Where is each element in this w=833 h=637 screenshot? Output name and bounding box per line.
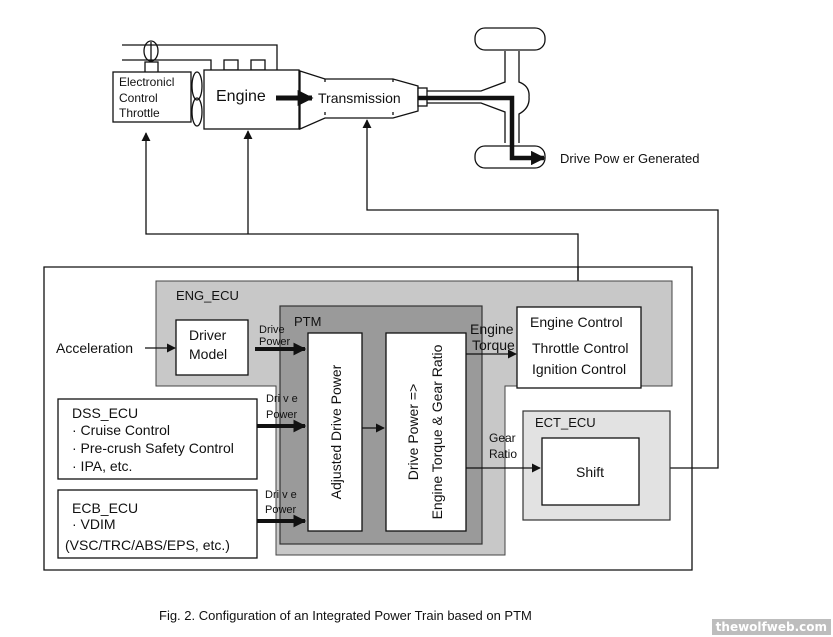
shift-to-transmission-line xyxy=(362,119,719,469)
fan-icon xyxy=(191,71,203,127)
dss-ecu-box xyxy=(57,398,258,480)
drive-power-label-3b: Power xyxy=(265,504,297,516)
torque-gear-conversion-box xyxy=(385,332,467,532)
figure-caption: Fig. 2. Configuration of an Integrated P… xyxy=(159,608,532,623)
acceleration-label: Acceleration xyxy=(56,340,133,356)
dss-ecu-item: · Cruise Control xyxy=(72,422,170,438)
drive-power-label-3a: Dri v e xyxy=(265,489,297,501)
dss-ecu-title: DSS_ECU xyxy=(72,405,138,421)
drivetrain-icon xyxy=(417,27,546,169)
driver-model-label-2: Model xyxy=(189,346,227,362)
ecb-ecu-item: (VSC/TRC/ABS/EPS, etc.) xyxy=(65,537,230,553)
ecb-ecu-box xyxy=(57,489,258,559)
dss-ecu-item: · IPA, etc. xyxy=(72,458,132,474)
electronic-control-throttle-box xyxy=(112,71,192,123)
driver-model-box xyxy=(175,319,249,376)
engine-control-item: Ignition Control xyxy=(532,361,626,377)
driver-model-label-1: Driver xyxy=(189,327,227,343)
gear-ratio-label-1: Gear xyxy=(489,431,516,445)
engine-control-title: Engine Control xyxy=(530,314,623,330)
ecb-ecu-item: · VDIM xyxy=(72,516,116,532)
throttle-label-2: Control xyxy=(119,91,158,105)
conversion-label-line2: Engine Torque & Gear Ratio xyxy=(429,344,445,519)
gear-ratio-label-2: Ratio xyxy=(489,447,517,461)
ect-ecu-label: ECT_ECU xyxy=(535,415,596,430)
transmission-shape xyxy=(299,70,419,130)
ecb-ecu-title: ECB_ECU xyxy=(72,500,138,516)
transmission-label: Transmission xyxy=(318,90,401,106)
drive-power-label-1a: Drive xyxy=(259,324,285,336)
ptm-label: PTM xyxy=(294,314,321,329)
shift-label: Shift xyxy=(576,464,604,480)
conversion-label-line1: Drive Power => xyxy=(405,384,421,480)
eng-ecu-label: ENG_ECU xyxy=(176,288,239,303)
drive-power-label-2b: Power xyxy=(266,409,298,421)
watermark: thewolfweb.com xyxy=(711,619,831,635)
throttle-label-1: Electronicl xyxy=(119,75,174,89)
drive-power-label-1b: Power xyxy=(259,336,291,348)
engine-torque-label-1: Engine xyxy=(470,321,514,337)
integrated-system-frame xyxy=(43,266,693,571)
adjusted-drive-power-label: Adjusted Drive Power xyxy=(328,364,344,499)
engine-torque-label-2: Torque xyxy=(472,337,515,353)
drive-power-generated-label: Drive Pow er Generated xyxy=(560,151,699,166)
engine-control-box xyxy=(516,306,642,389)
dss-ecu-item: · Pre-crush Safety Control xyxy=(72,440,234,456)
intake-lines xyxy=(122,40,278,75)
adjusted-drive-power-box xyxy=(307,332,363,532)
engine-control-item: Throttle Control xyxy=(532,340,628,356)
engine-label: Engine xyxy=(216,88,266,105)
throttle-label-3: Throttle xyxy=(119,106,160,120)
drive-power-label-2a: Dri v e xyxy=(266,393,298,405)
shift-box xyxy=(541,437,640,506)
